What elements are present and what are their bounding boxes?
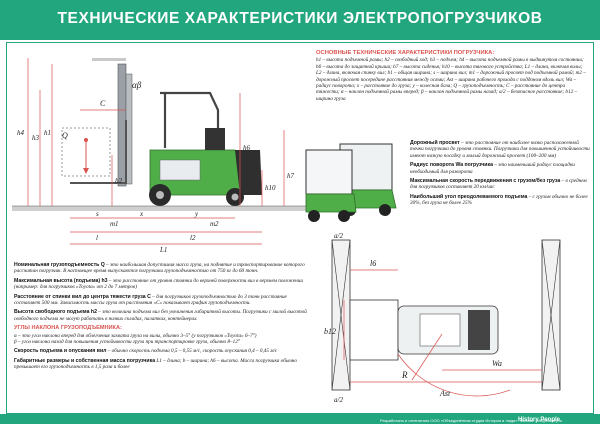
h10-label: h10 — [265, 184, 276, 192]
spec-max-height: Максимальная высота (подъема) h3 – это р… — [14, 277, 303, 291]
main-specs-body: h1 – высота подъемной рамы; h2 – свободн… — [316, 57, 586, 102]
wheel-photo-front-right — [338, 210, 350, 222]
h7-label: h7 — [287, 172, 295, 180]
load-outline — [61, 127, 111, 177]
ground-illustration — [12, 206, 312, 211]
counterweight-illustration — [235, 150, 262, 195]
raised-fork-ghost — [92, 58, 126, 61]
spec-load-center: Расстояние от спинки вил до центра тяжес… — [14, 293, 287, 307]
m2-label: m2 — [210, 220, 219, 228]
m1-label: m1 — [110, 220, 119, 228]
h6-label: h6 — [243, 144, 251, 152]
spec-dimensions-mass: Габаритные размеры и собственная масса п… — [14, 357, 297, 371]
l1-label: L1 — [159, 246, 167, 254]
spec-lift-speed: Скорость подъема и опускания вил – обычн… — [14, 348, 278, 355]
l6-label: l6 — [370, 259, 376, 268]
r-label: R — [401, 370, 408, 380]
spec-capacity: Номинальная грузоподъемность Q – это наи… — [14, 262, 305, 275]
a2-top-label: a/2 — [334, 232, 343, 240]
spec-free-lift: Высота свободного подъема h2 – это велич… — [14, 309, 307, 322]
seat-illustration — [205, 128, 225, 150]
mast-illustration — [117, 63, 127, 187]
turning-arc — [397, 353, 511, 397]
rear-hub-illustration — [231, 193, 239, 201]
q-label: Q — [62, 131, 68, 140]
left-specs-block: Номинальная грузоподъемность Q – это наи… — [14, 262, 314, 374]
cabin-top-view — [419, 313, 461, 347]
wheel-photo-rear-right — [379, 204, 391, 216]
h4-label: h4 — [17, 129, 25, 137]
right-rack-cross-b — [541, 239, 561, 391]
body-photo-front — [305, 193, 357, 213]
top-view-diagram: a/2 a/2 l6 b12 R Ast Wa — [324, 232, 561, 404]
tilt-alpha: α – это угол наклона вперед для облегчен… — [14, 332, 257, 339]
load-arrow-head — [83, 168, 89, 174]
footer-brand: History People — [517, 417, 560, 423]
wheel-photo-front-left — [308, 210, 320, 222]
content-frame — [6, 42, 594, 414]
l2-label: l2 — [190, 234, 196, 242]
front-hub-illustration — [156, 191, 164, 199]
h1-label: h1 — [44, 129, 51, 137]
tilt-beta: β – угол наклона назад для повышения уст… — [14, 339, 240, 346]
l-label: l — [96, 234, 98, 242]
title-band: ТЕХНИЧЕСКИЕ ХАРАКТЕРИСТИКИ ЭЛЕКТРОПОГРУЗ… — [0, 0, 600, 40]
alpha-beta-label: αβ — [132, 80, 142, 90]
h3-label: h3 — [32, 134, 40, 142]
page-title: ТЕХНИЧЕСКИЕ ХАРАКТЕРИСТИКИ ЭЛЕКТРОПОГРУЗ… — [57, 10, 543, 27]
forklift-photos — [305, 143, 397, 222]
spec-ground-clearance: Дорожный просвет – это расстояние от наи… — [410, 140, 590, 159]
pallet-outline — [349, 299, 399, 361]
body-panel-illustration — [159, 159, 201, 181]
left-rack-cross-b — [331, 239, 351, 391]
fork-illustration — [70, 120, 127, 184]
main-specs-heading: ОСНОВНЫЕ ТЕХНИЧЕСКИЕ ХАРАКТЕРИСТИКИ ПОГР… — [316, 50, 495, 56]
h2-label: h2 — [115, 177, 123, 185]
s-label: s — [96, 210, 99, 218]
y-label: y — [194, 210, 199, 218]
radius-line — [411, 333, 443, 381]
footer-bar: Разработано и отпечатано ООО «Объединённ… — [0, 414, 600, 424]
spec-max-speed: Максимальная скорость передвижения с гру… — [410, 178, 587, 191]
cabin-photo-front — [305, 149, 353, 195]
b12-label: b12 — [324, 327, 336, 336]
main-specs-block: ОСНОВНЫЕ ТЕХНИЧЕСКИЕ ХАРАКТЕРИСТИКИ ПОГР… — [316, 50, 586, 102]
center-of-gravity-marker — [84, 138, 88, 142]
footer-small-print: Разработано и отпечатано ООО «Объединённ… — [380, 418, 563, 423]
spec-turning-radius: Радиус поворота Wa погрузчика – это наим… — [410, 162, 575, 175]
spec-max-grade: Наибольший угол преодолеваемого подъема … — [410, 193, 588, 207]
ast-label: Ast — [439, 389, 451, 398]
counterweight-top-view — [468, 310, 490, 350]
a2-bottom-label: a/2 — [334, 396, 343, 404]
tilt-heading: УГЛЫ НАКЛОНА ГРУЗОПОДЪЕМНИКА: — [14, 325, 122, 332]
wa-label: Wa — [492, 359, 502, 368]
c-label: C — [100, 99, 106, 108]
x-label: x — [139, 210, 144, 218]
right-specs-block: Дорожный просвет – это расстояние от наи… — [410, 140, 590, 210]
